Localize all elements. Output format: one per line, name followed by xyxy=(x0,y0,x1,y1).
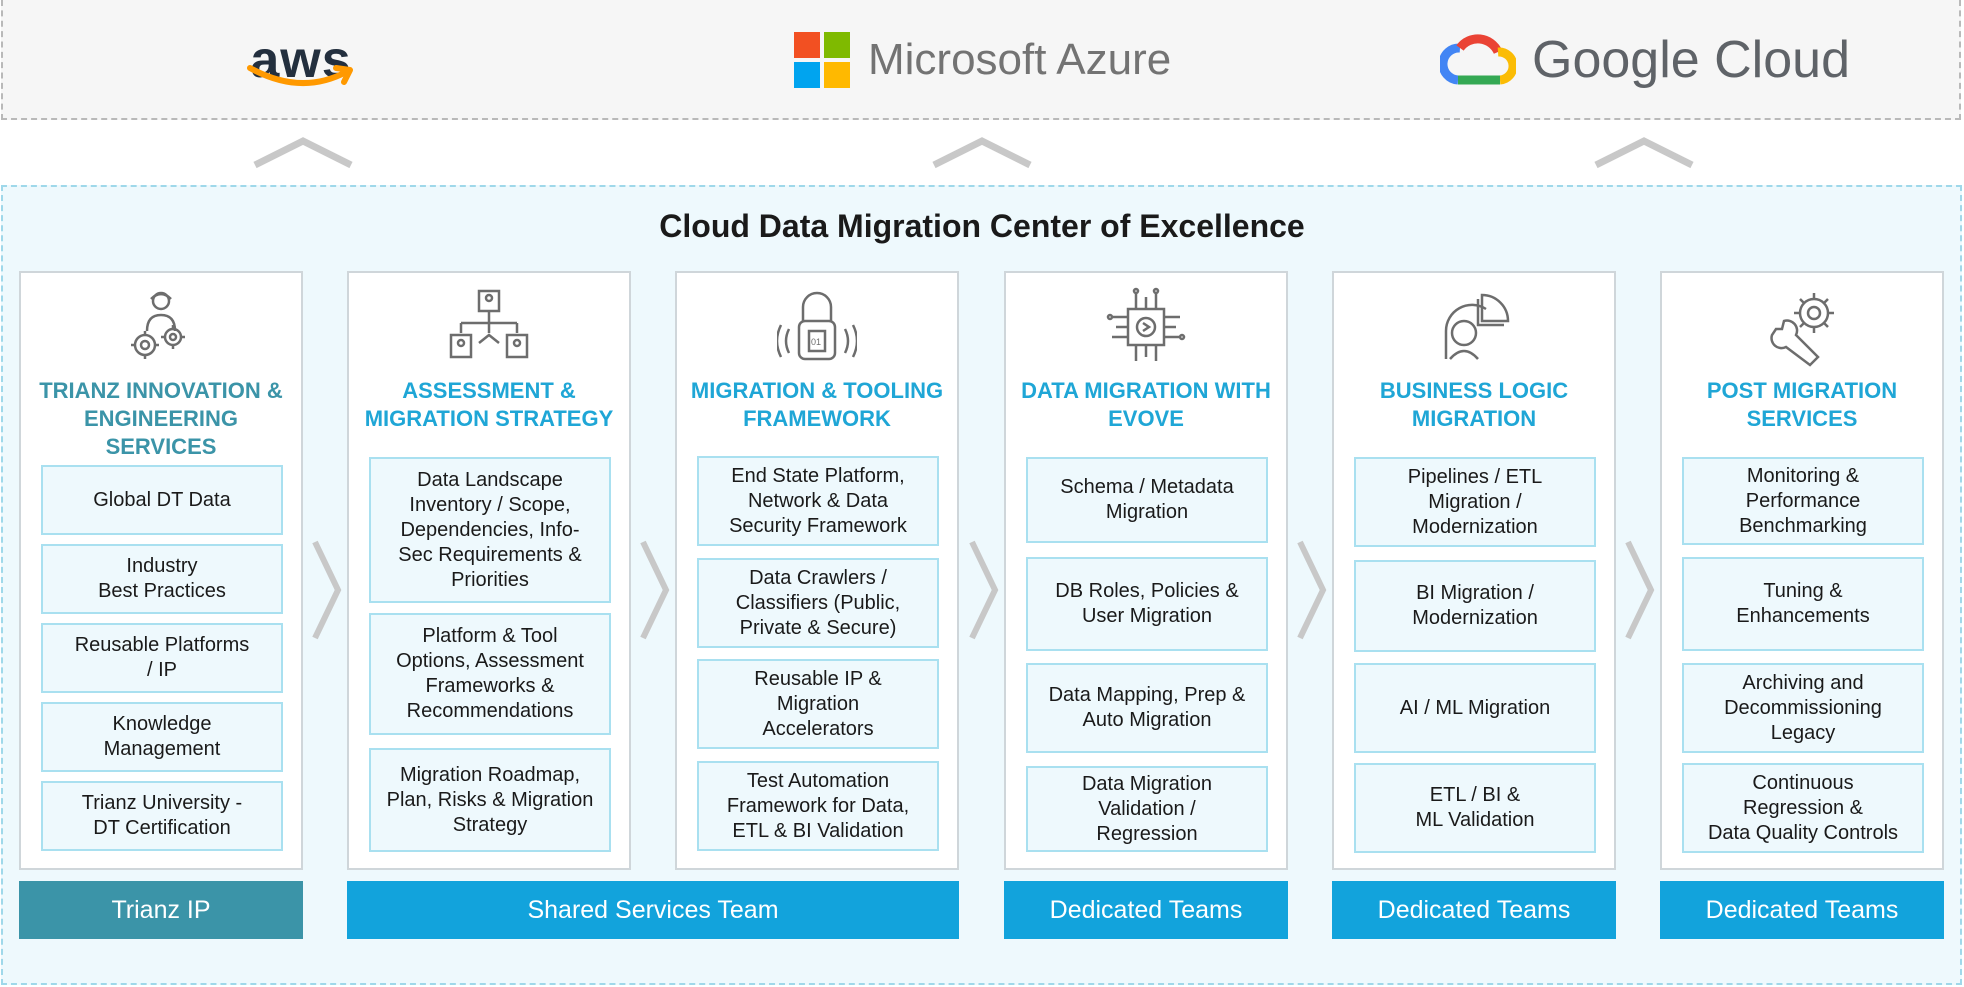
google-cloud-icon xyxy=(1440,34,1516,85)
chevron-right-icon xyxy=(640,540,670,640)
footer-dedicated-teams: Dedicated Teams xyxy=(1332,881,1616,939)
column-title: ASSESSMENT &MIGRATION STRATEGY xyxy=(364,378,614,431)
chevron-right-icon xyxy=(312,540,342,640)
coe-title: Cloud Data Migration Center of Excellenc… xyxy=(659,208,1305,244)
footer-dedicated-teams: Dedicated Teams xyxy=(1660,881,1944,939)
padlock-data-icon: 01 xyxy=(677,287,957,367)
column-innovation-engineering: TRIANZ INNOVATION & ENGINEERING SERVICES… xyxy=(19,271,303,870)
column-title: TRIANZ INNOVATION & ENGINEERING SERVICES xyxy=(39,378,283,459)
cloud-providers-band xyxy=(1,0,1961,120)
footer-shared-services: Shared Services Team xyxy=(347,881,959,939)
org-chart-icon xyxy=(349,287,629,367)
google-cloud-logo: Google Cloud xyxy=(1440,0,1850,120)
svg-text:01: 01 xyxy=(811,337,821,347)
circuit-chip-icon xyxy=(1006,287,1286,367)
google-cloud-wordmark: Google Cloud xyxy=(1532,31,1850,89)
list-item: AI / ML Migration xyxy=(1354,663,1596,753)
up-arrow-icon xyxy=(253,137,353,169)
list-item: Global DT Data xyxy=(41,465,283,535)
aws-smile-icon xyxy=(247,65,353,87)
list-item: Tuning &Enhancements xyxy=(1682,557,1924,651)
coe-panel xyxy=(1,185,1962,985)
engineer-gears-icon xyxy=(21,287,301,367)
chevron-right-icon xyxy=(1297,540,1327,640)
list-item: Data Crawlers /Classifiers (Public,Priva… xyxy=(697,558,939,648)
azure-wordmark: Microsoft Azure xyxy=(868,35,1172,84)
list-item: Reusable Platforms/ IP xyxy=(41,623,283,693)
footer-dedicated-teams: Dedicated Teams xyxy=(1004,881,1288,939)
aws-logo: aws xyxy=(246,0,356,120)
chevron-right-icon xyxy=(969,540,999,640)
list-item: Trianz University -DT Certification xyxy=(41,781,283,851)
column-assessment-strategy: ASSESSMENT &MIGRATION STRATEGY Data Land… xyxy=(347,271,631,870)
footer-trianz-ip: Trianz IP xyxy=(19,881,303,939)
up-arrow-icon xyxy=(1594,137,1694,169)
list-item: DB Roles, Policies &User Migration xyxy=(1026,557,1268,651)
microsoft-squares-icon xyxy=(794,32,850,88)
wrench-gear-icon xyxy=(1662,287,1942,367)
list-item: BI Migration /Modernization xyxy=(1354,560,1596,652)
list-item: Data Mapping, Prep &Auto Migration xyxy=(1026,663,1268,753)
head-pie-chart-icon xyxy=(1334,287,1614,367)
up-arrow-icon xyxy=(932,137,1032,169)
list-item: Migration Roadmap,Plan, Risks & Migratio… xyxy=(369,748,611,852)
list-item: ETL / BI &ML Validation xyxy=(1354,763,1596,853)
microsoft-azure-logo: Microsoft Azure xyxy=(794,0,1171,120)
chevron-right-icon xyxy=(1625,540,1655,640)
